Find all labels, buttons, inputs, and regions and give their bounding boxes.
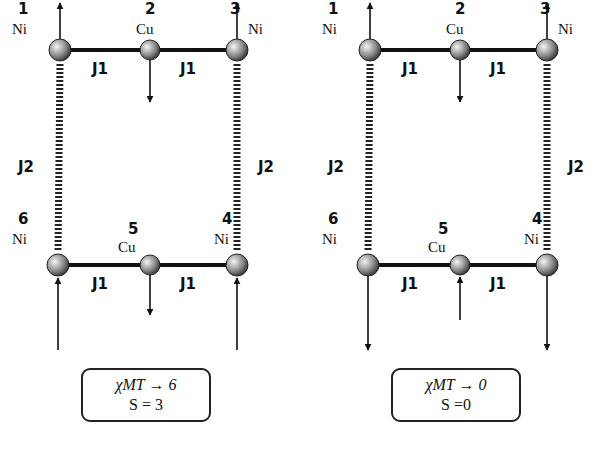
atom-label: Cu bbox=[136, 22, 154, 37]
atom-label: Ni bbox=[248, 22, 263, 37]
coupling-label: J2 bbox=[568, 160, 584, 175]
atom-label: Cu bbox=[446, 22, 464, 37]
coupling-label: J1 bbox=[402, 277, 418, 292]
coupling-label: J2 bbox=[258, 160, 274, 175]
coupling-label: J1 bbox=[490, 277, 506, 292]
site-number: 4 bbox=[532, 212, 542, 227]
atom-balls bbox=[357, 39, 558, 276]
atom-label: Ni bbox=[322, 232, 337, 247]
site-number: 6 bbox=[18, 212, 28, 227]
atom-label: Cu bbox=[428, 240, 446, 255]
site-number: 1 bbox=[328, 2, 338, 17]
susceptibility-limit: χMT → 0 bbox=[407, 375, 505, 395]
susceptibility-limit: χMT → 6 bbox=[97, 375, 195, 395]
coupling-label: J1 bbox=[92, 62, 108, 77]
site-number: 5 bbox=[128, 222, 138, 237]
atom-label: Ni bbox=[214, 232, 229, 247]
site-number: 1 bbox=[18, 2, 28, 17]
atom-balls bbox=[47, 39, 248, 276]
atom-label: Ni bbox=[322, 22, 337, 37]
atom-label: Ni bbox=[558, 22, 573, 37]
site-number: 6 bbox=[328, 212, 338, 227]
result-box: χMT → 6S = 3 bbox=[81, 368, 211, 422]
spin-state: S =0 bbox=[407, 395, 505, 415]
spin-state: S = 3 bbox=[97, 395, 195, 415]
atom-label: Ni bbox=[12, 232, 27, 247]
result-box: χMT → 0S =0 bbox=[391, 368, 521, 422]
bond-frame bbox=[58, 50, 237, 265]
coupling-label: J2 bbox=[18, 160, 34, 175]
bond-frame bbox=[368, 50, 547, 265]
site-number: 3 bbox=[230, 2, 240, 17]
coupling-label: J1 bbox=[180, 277, 196, 292]
coupling-label: J1 bbox=[402, 62, 418, 77]
left-panel bbox=[47, 3, 248, 350]
site-number: 5 bbox=[438, 222, 448, 237]
right-panel bbox=[357, 3, 558, 350]
coupling-label: J2 bbox=[328, 160, 344, 175]
coupling-label: J1 bbox=[490, 62, 506, 77]
coupling-label: J1 bbox=[92, 277, 108, 292]
atom-label: Ni bbox=[12, 22, 27, 37]
atom-label: Cu bbox=[118, 240, 136, 255]
site-number: 2 bbox=[455, 2, 465, 17]
site-number: 2 bbox=[145, 2, 155, 17]
coupling-label: J1 bbox=[180, 62, 196, 77]
atom-label: Ni bbox=[524, 232, 539, 247]
site-number: 3 bbox=[540, 2, 550, 17]
site-number: 4 bbox=[222, 212, 232, 227]
